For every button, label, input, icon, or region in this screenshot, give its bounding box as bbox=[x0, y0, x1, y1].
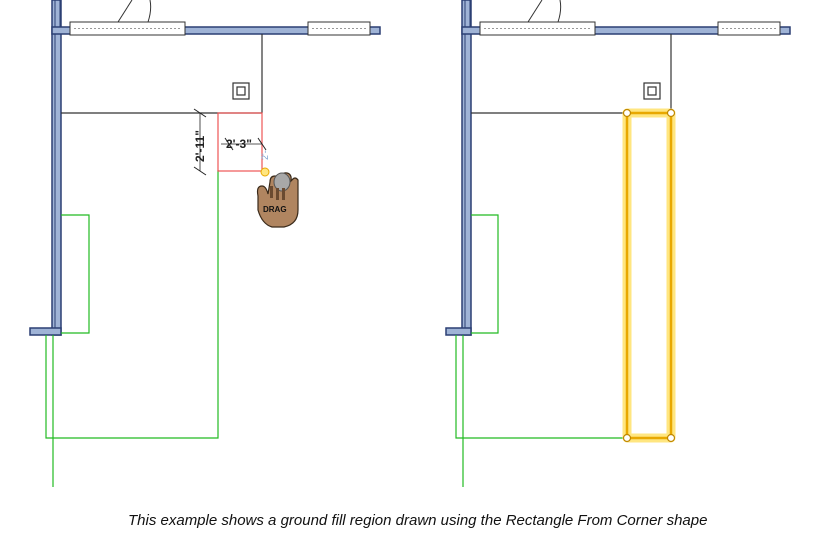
height-dimension: 2'-11" bbox=[193, 108, 207, 176]
left-vertical-wall bbox=[51, 0, 62, 336]
hand-drag-cursor-icon: DRAG bbox=[256, 172, 299, 228]
sketch-rectangle bbox=[217, 112, 263, 172]
left-panel: 2'-3" 2'-11" 2'- DRAG bbox=[29, 0, 381, 487]
drag-corner-marker bbox=[260, 167, 270, 177]
left-top-wall bbox=[51, 26, 381, 35]
corner-grip bbox=[666, 433, 676, 443]
left-fill-region bbox=[45, 170, 219, 487]
right-panel bbox=[445, 0, 791, 487]
right-top-wall bbox=[461, 26, 791, 35]
right-fill-region bbox=[455, 214, 627, 487]
corner-grip bbox=[622, 433, 632, 443]
right-vertical-wall bbox=[461, 0, 472, 336]
corner-grip bbox=[666, 108, 676, 118]
cursor-drag-label: DRAG bbox=[263, 205, 287, 214]
right-wall-end bbox=[445, 327, 472, 336]
height-dimension-label: 2'-11" bbox=[193, 130, 207, 162]
right-window-2 bbox=[717, 21, 781, 36]
width-dimension: 2'-3" bbox=[221, 137, 267, 151]
left-window-2 bbox=[307, 21, 371, 36]
selected-fill-rectangle bbox=[622, 108, 676, 443]
width-dimension-label: 2'-3" bbox=[226, 137, 252, 151]
corner-grip bbox=[622, 108, 632, 118]
left-outlet-icon bbox=[232, 82, 250, 100]
partial-dimension-label: 2'- bbox=[260, 150, 270, 160]
right-outlet-icon bbox=[643, 82, 661, 100]
left-wall-end bbox=[29, 327, 62, 336]
figure-caption: This example shows a ground fill region … bbox=[128, 512, 708, 529]
